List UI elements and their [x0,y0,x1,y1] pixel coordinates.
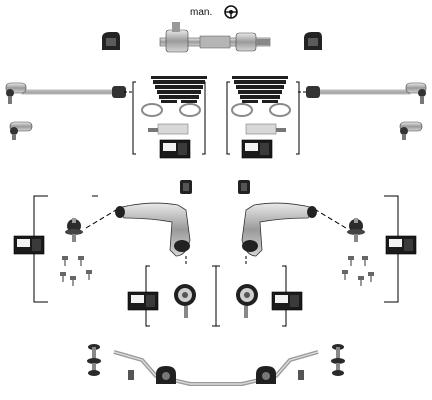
steering-type-label: man. [190,7,213,18]
rack-mount-bushing-left [102,32,120,50]
steering-rack [159,22,271,53]
stabilizer-link-right [331,344,345,376]
arm-bushing-small-right [238,180,250,194]
control-arm-left [115,202,191,257]
stabilizer-link-left [87,344,101,376]
tie-rod-right [306,82,427,104]
boot-kit-left [132,76,207,159]
boot-kit-right [226,76,300,159]
arm-bushing-kit-right [215,256,303,327]
stabilizer-clip-left [128,370,134,380]
stabilizer-bushing-left [156,366,176,384]
arm-bushing-small-left [180,180,192,194]
ball-joint-kit-right [342,195,417,303]
rack-mount-bushing-right [304,32,322,50]
tie-rod-end-right [399,121,423,141]
stabilizer-bushing-right [256,366,276,384]
tie-rod-end-left [9,121,33,141]
steering-wheel-icon [224,5,238,19]
arm-bushing-kit-left [127,256,217,327]
stabilizer-bar [113,350,319,386]
stabilizer-clip-right [298,370,304,380]
ball-joint-kit-left [13,195,98,303]
control-arm-right [241,202,317,257]
tie-rod-left [5,82,126,104]
